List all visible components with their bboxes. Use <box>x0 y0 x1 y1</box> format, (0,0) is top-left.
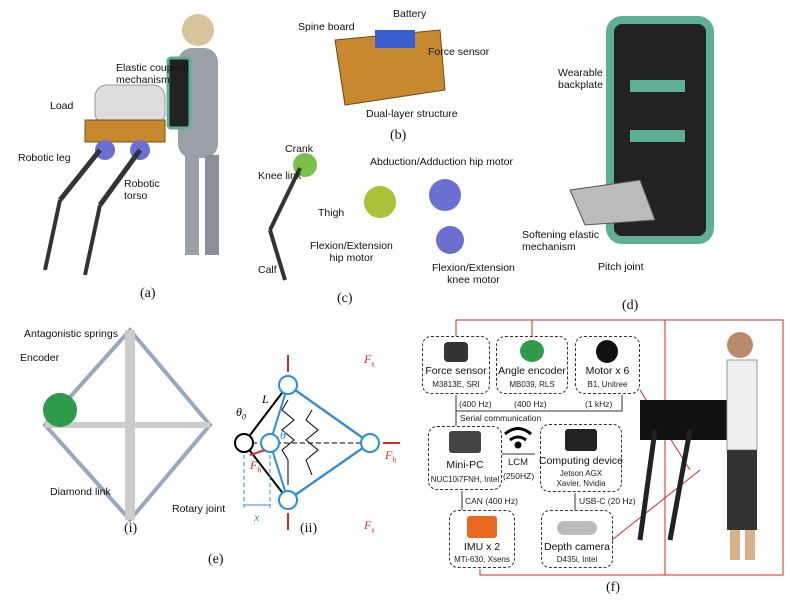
diamond-schematic <box>234 355 400 530</box>
label-crank: Crank <box>285 143 314 155</box>
angle-encoder-title: Angle encoder <box>498 365 566 377</box>
computing-device-box: Computing device Jetson AGX Xavier, Nvid… <box>538 424 624 492</box>
label-force-sensor: Force sensor <box>428 46 490 58</box>
computing-device-vendor: Xavier, Nvidia <box>556 479 606 488</box>
force-sensor-image <box>444 342 468 362</box>
label-diamond-link: Diamond link <box>50 486 111 498</box>
imu-box: IMU x 2 MTi-630, Xsens <box>449 510 515 568</box>
can-label: CAN (400 Hz) <box>465 496 518 506</box>
lcm-label: LCM <box>508 457 529 468</box>
mini-pc-image <box>449 431 481 453</box>
mini-pc-box: Mini-PC NUC10i7FNH, Intel <box>428 426 502 490</box>
label-pitch-joint: Pitch joint <box>598 261 644 273</box>
caption-e-i: (i) <box>124 521 138 536</box>
caption-b: (b) <box>390 128 407 143</box>
imu-model: MTi-630, Xsens <box>454 555 510 564</box>
theta-symbol: θ <box>280 428 286 442</box>
label-encoder: Encoder <box>20 352 60 364</box>
Fh-left-symbol: Fh <box>250 458 262 475</box>
backplate-illustration <box>569 16 714 244</box>
label-thigh: Thigh <box>318 207 345 219</box>
caption-d: (d) <box>622 298 639 313</box>
label-abduction-motor: Abduction/Adduction hip motor <box>370 156 514 168</box>
robot-dog-illustration <box>43 84 166 276</box>
motor-rate: (1 kHz) <box>585 399 613 409</box>
imu-title: IMU x 2 <box>463 541 501 553</box>
label-dual-layer: Dual-layer structure <box>366 108 458 120</box>
leg-illustration <box>268 153 464 281</box>
serial-communication-label: Serial communication <box>460 413 542 423</box>
motor-model: B1, Unitree <box>587 380 628 389</box>
L-symbol: L <box>262 392 269 406</box>
usb-label: USB-C (20 Hz) <box>579 496 636 506</box>
caption-e-ii: (ii) <box>300 521 318 536</box>
depth-camera-model: D435i, Intel <box>556 555 598 564</box>
motor-title: Motor x 6 <box>585 365 630 377</box>
imu-image <box>467 516 497 538</box>
spine-board-illustration <box>334 29 446 106</box>
human-mannequin <box>166 14 219 255</box>
motor-box: Motor x 6 B1, Unitree <box>575 336 640 394</box>
force-sensor-model: M3813E, SRI <box>432 380 480 389</box>
angle-encoder-model: MB039, RLS <box>509 380 555 389</box>
caption-f: (f) <box>606 580 620 595</box>
label-robotic-leg: Robotic leg <box>18 152 71 164</box>
label-antagonistic-springs: Antagonistic springs <box>24 328 118 340</box>
mini-pc-title: Mini-PC <box>446 459 484 471</box>
label-spine-board: Spine board <box>298 21 355 33</box>
Fh-right-symbol: Fh <box>385 448 397 465</box>
robot-and-person-photo <box>637 332 758 560</box>
motor-image <box>596 340 618 363</box>
Fs-bottom-symbol: Fs <box>364 518 375 535</box>
wifi-icon <box>504 427 532 449</box>
angle-encoder-box: Angle encoder MB039, RLS <box>496 336 568 394</box>
depth-camera-title: Depth camera <box>544 541 610 553</box>
label-rotary-joint: Rotary joint <box>172 503 226 515</box>
label-load: Load <box>50 100 74 112</box>
force-sensor-box: Force sensor M3813E, SRI <box>422 336 490 394</box>
x-symbol: x <box>254 510 260 524</box>
mini-pc-model: NUC10i7FNH, Intel <box>430 475 500 484</box>
caption-c: (c) <box>337 291 353 306</box>
depth-camera-image <box>557 521 597 535</box>
force-sensor-title: Force sensor <box>425 365 487 377</box>
angle-encoder-rate: (400 Hz) <box>514 399 547 409</box>
depth-camera-box: Depth camera D435i, Intel <box>541 510 613 568</box>
caption-a: (a) <box>140 286 156 301</box>
label-knee-link: Knee link <box>258 170 302 182</box>
computing-device-model: Jetson AGX <box>559 469 603 478</box>
caption-e: (e) <box>208 552 224 567</box>
theta0-symbol: θ0 <box>236 405 246 422</box>
label-calf: Calf <box>258 264 277 276</box>
computing-device-title: Computing device <box>538 455 624 467</box>
diamond-mechanism-illustration <box>42 326 213 524</box>
Fs-top-symbol: Fs <box>364 352 375 369</box>
angle-encoder-image <box>520 340 544 362</box>
force-sensor-rate: (400 Hz) <box>459 399 492 409</box>
computing-device-image <box>565 429 597 451</box>
lcm-rate: (250HZ) <box>503 471 535 481</box>
label-battery: Battery <box>393 8 427 20</box>
